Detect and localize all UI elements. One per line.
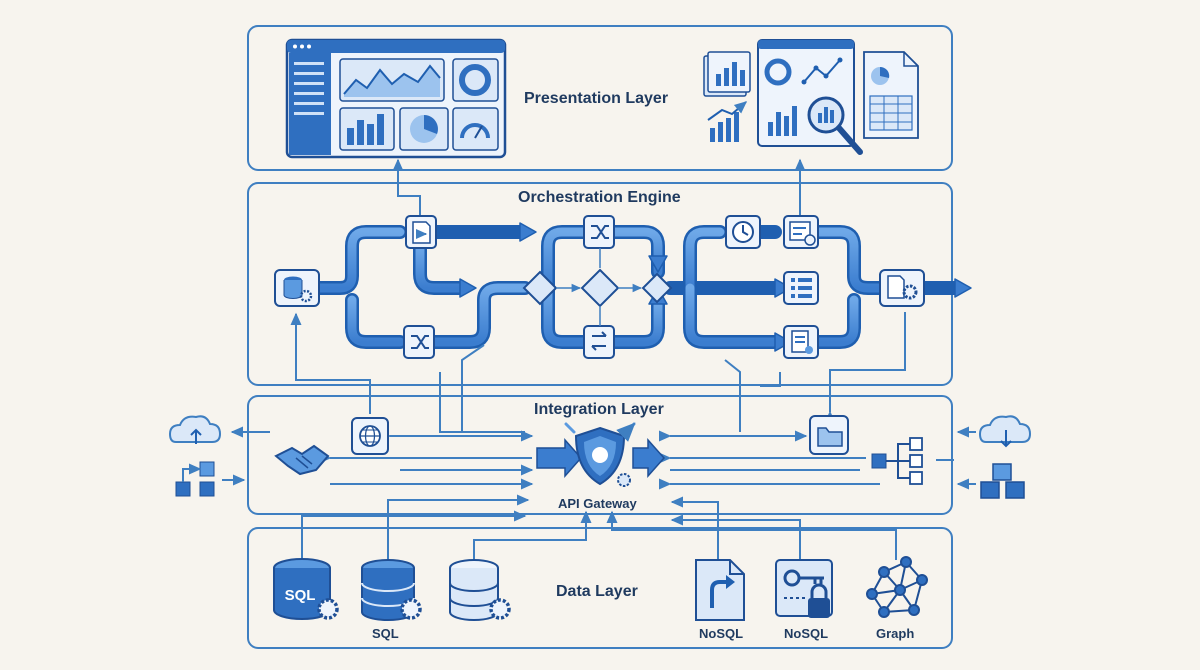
api-gateway-label: API Gateway bbox=[558, 496, 637, 511]
graph-caption: Graph bbox=[876, 626, 915, 641]
integration-layer-frame bbox=[247, 395, 953, 515]
nosql-document-caption: NoSQL bbox=[699, 626, 744, 641]
decision-diamond-icon bbox=[522, 248, 673, 326]
integration-connectors bbox=[222, 426, 976, 490]
clock-icon bbox=[725, 215, 761, 249]
database-gear-icon bbox=[274, 269, 320, 307]
handshake-icon bbox=[274, 444, 330, 476]
schedule-icon bbox=[783, 215, 819, 249]
data-layer-title: Data Layer bbox=[556, 583, 638, 600]
graph-network-icon bbox=[866, 556, 928, 618]
globe-icon bbox=[351, 417, 389, 455]
orchestration-engine-title: Orchestration Engine bbox=[518, 189, 681, 206]
up-arrows bbox=[392, 158, 806, 218]
hierarchy-icon bbox=[871, 437, 923, 485]
list-icon bbox=[783, 271, 819, 305]
magnifier-icon bbox=[807, 96, 863, 155]
report-stack-icon bbox=[703, 51, 751, 142]
workflow-task-icon bbox=[583, 325, 615, 359]
database-gear-icon bbox=[449, 559, 511, 621]
workflow-flows bbox=[313, 222, 972, 352]
folder-icon bbox=[809, 415, 849, 455]
sql-badge-text: SQL bbox=[285, 587, 316, 604]
presentation-layer-title: Presentation Layer bbox=[524, 90, 669, 107]
document-redirect-icon bbox=[695, 559, 745, 621]
presentation-layer-frame bbox=[247, 25, 953, 171]
data-connectors bbox=[301, 494, 897, 560]
shuffle-icon bbox=[403, 325, 435, 359]
integration-layer-title: Integration Layer bbox=[534, 401, 664, 418]
cubes-icon bbox=[980, 463, 1025, 499]
workflow-task-icon bbox=[405, 215, 437, 249]
checklist-icon bbox=[783, 325, 819, 359]
cloud-sync-icon bbox=[168, 415, 222, 444]
pie-report-icon bbox=[863, 51, 919, 139]
dashboard-window-icon bbox=[285, 38, 507, 159]
shuffle-icon bbox=[583, 215, 615, 249]
hierarchy-icon bbox=[175, 461, 215, 497]
data-layer-frame bbox=[247, 527, 953, 649]
sql-caption: SQL bbox=[372, 626, 399, 641]
database-gear-icon bbox=[361, 559, 422, 621]
layer-connectors bbox=[290, 312, 906, 433]
key-lock-store-icon bbox=[775, 559, 833, 618]
nosql-keyvalue-caption: NoSQL bbox=[784, 626, 829, 641]
cloud-sync-icon bbox=[978, 415, 1032, 448]
shield-icon bbox=[536, 424, 666, 487]
sql-database-gear-icon: SQL bbox=[273, 558, 339, 620]
output-gear-icon bbox=[879, 269, 925, 307]
